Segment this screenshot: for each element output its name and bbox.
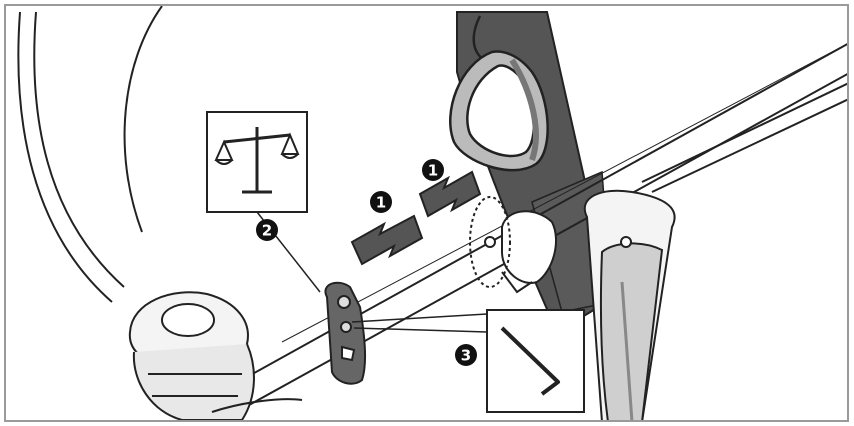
callout-badge-3: 3 [455, 344, 477, 366]
callout-badge-1a: 1 [370, 191, 392, 213]
clamp-knob [128, 291, 303, 420]
scale-icon-box [206, 111, 321, 293]
callout-badge-2: 2 [256, 219, 278, 241]
guard-shape [17, 6, 163, 303]
assembly-illustration: 1 1 2 3 [17, 6, 847, 420]
svg-text:1: 1 [428, 162, 438, 180]
mounting-bracket [324, 281, 367, 385]
move-arrow-icon [350, 170, 482, 266]
svg-text:1: 1 [376, 194, 386, 212]
clamp-ring [469, 196, 557, 294]
hex-key-icon-box [351, 309, 585, 413]
illustration-frame: 1 1 2 3 [4, 4, 849, 422]
balance-scale-icon [214, 127, 300, 194]
hex-key-icon [500, 326, 560, 396]
svg-text:3: 3 [461, 347, 471, 365]
svg-text:2: 2 [262, 222, 272, 240]
carabiner-hook [449, 15, 549, 172]
grip-handle [583, 189, 676, 420]
callout-badge-1b: 1 [422, 159, 444, 181]
